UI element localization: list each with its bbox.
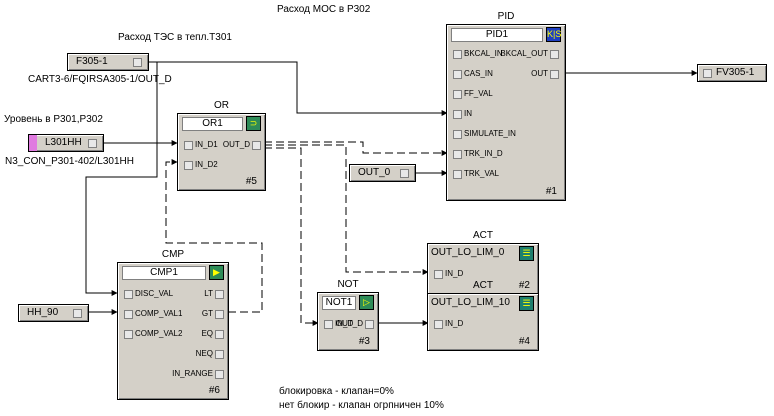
tag-l301-port[interactable] <box>88 139 97 148</box>
wire-f305-to-pid-in <box>148 61 448 116</box>
wire-f305-to-cmp-disc <box>85 61 158 296</box>
tag-fv305-port[interactable] <box>703 69 712 78</box>
not-block[interactable]: NOT NOT1 ▷ IN_D OUT_D #3 <box>317 279 379 351</box>
note-line-2: нет блокир - клапан огрпничен 10% <box>279 400 444 411</box>
pid-block[interactable]: PID PID1 K|S BKCAL_IN CAS_IN FF_VAL IN S… <box>446 11 566 201</box>
l301-caption: Уровень в Р301,Р302 <box>4 114 103 125</box>
wire-or-to-not <box>264 147 319 326</box>
tag-fv305-label: FV305-1 <box>716 67 755 78</box>
act2-list-icon[interactable]: ☰ <box>519 296 534 311</box>
or-block[interactable]: OR OR1 ⊃ IN_D1 IN_D2 OUT_D #5 <box>177 100 266 191</box>
wire-cmp-gt-to-or-in2 <box>165 159 263 313</box>
not-type-label: NOT <box>337 279 359 290</box>
cmp-type-label: CMP <box>161 249 185 260</box>
tag-hh90-label: HH_90 <box>27 307 59 318</box>
pid-kis-icon[interactable]: K|S <box>546 27 561 42</box>
act1-type-label: ACT <box>473 230 493 241</box>
pid-name: PID1 <box>451 28 543 42</box>
act-block-lo-lim-0[interactable]: ACT OUT_LO_LIM_0 ☰ IN_D #2 <box>427 230 539 295</box>
or-type-label: OR <box>214 100 229 111</box>
tag-f305[interactable]: F305-1 <box>67 53 149 71</box>
tag-hh90-port[interactable] <box>73 309 82 318</box>
tag-out0-port[interactable] <box>400 169 409 178</box>
cmp-number: #6 <box>208 385 220 396</box>
note-line-1: блокировка - клапан=0% <box>279 386 394 397</box>
not-number: #3 <box>358 336 370 347</box>
cmp-name: CMP1 <box>122 266 206 280</box>
act2-number: #4 <box>518 336 530 347</box>
tag-l301-marker <box>29 135 37 151</box>
tag-out0-label: OUT_0 <box>358 167 391 178</box>
act1-list-icon[interactable]: ☰ <box>519 246 534 261</box>
tag-f305-label: F305-1 <box>76 56 108 67</box>
act2-name: OUT_LO_LIM_10 <box>431 297 510 308</box>
tag-f305-port[interactable] <box>133 58 142 67</box>
wire-or-to-pid-trk <box>264 141 448 156</box>
or-name: OR1 <box>182 117 243 131</box>
l301-path-label: N3_CON_P301-402/L301HH <box>5 156 134 167</box>
f305-path-label: CART3-6/FQIRSA305-1/OUT_D <box>28 74 172 85</box>
act2-type-label: ACT <box>473 280 493 291</box>
not-gate-icon[interactable]: ▷ <box>359 295 374 310</box>
f305-caption: Расход ТЭС в тепл.Т301 <box>118 32 232 43</box>
cmp-block[interactable]: CMP CMP1 ▶ DISC_VAL COMP_VAL1 COMP_VAL2 … <box>117 249 229 400</box>
tag-l301-label: L301HH <box>45 137 82 148</box>
pid-number: #1 <box>545 186 557 197</box>
act1-name: OUT_LO_LIM_0 <box>431 247 505 258</box>
cmp-play-icon[interactable]: ▶ <box>209 265 224 280</box>
not-name: NOT1 <box>322 296 356 310</box>
tag-out0[interactable]: OUT_0 <box>349 164 416 182</box>
act-block-lo-lim-10[interactable]: ACT OUT_LO_LIM_10 ☰ IN_D #4 <box>427 280 539 351</box>
diagram-title: Расход МОС в Р302 <box>277 4 371 15</box>
tag-l301[interactable]: L301HH <box>28 134 104 152</box>
tag-hh90[interactable]: HH_90 <box>18 304 89 322</box>
or-number: #5 <box>245 176 257 187</box>
wire-or-to-act1 <box>264 144 429 275</box>
tag-fv305[interactable]: FV305-1 <box>697 64 767 82</box>
or-gate-icon[interactable]: ⊃ <box>246 116 261 131</box>
act1-number: #2 <box>518 280 530 291</box>
pid-type-label: PID <box>497 11 515 22</box>
